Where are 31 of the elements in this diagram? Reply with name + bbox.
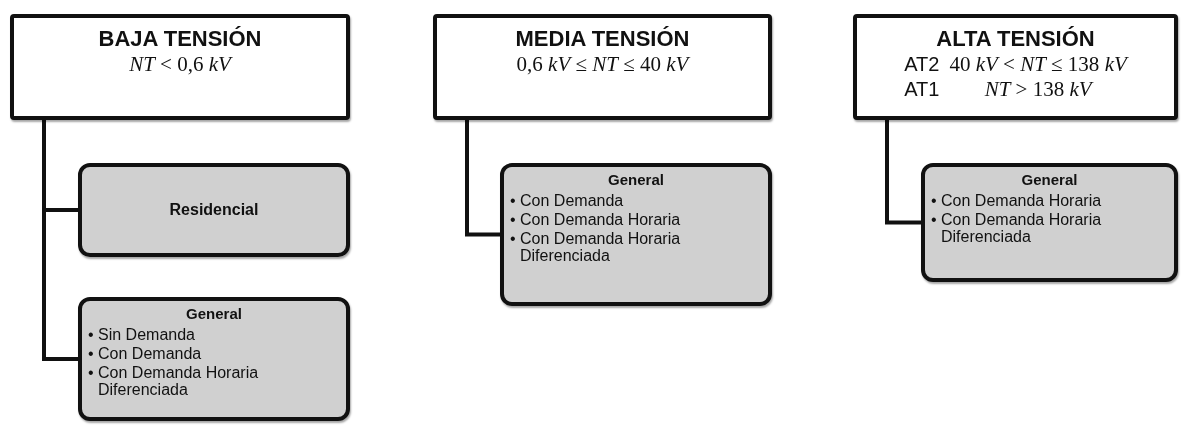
tariff-item: • Con Demanda	[510, 192, 625, 209]
tariff-box	[78, 297, 350, 421]
connector-line	[42, 118, 80, 361]
tariff-item: • Sin Demanda	[88, 326, 196, 343]
level-label: AT1	[904, 77, 940, 102]
voltage-formula: NT < 0,6 kV	[129, 52, 231, 77]
heading: ALTA TENSIÓN	[936, 26, 1095, 52]
category-title: General	[607, 170, 665, 190]
tariff-item: • Con Demanda Horaria Diferenciada	[88, 364, 260, 398]
voltage-level-box	[10, 14, 350, 120]
tariff-box	[78, 163, 350, 257]
heading: MEDIA TENSIÓN	[515, 26, 690, 52]
tariff-item: • Con Demanda Horaria	[931, 192, 1103, 209]
voltage-formula: 0,6 kV ≤ NT ≤ 40 kV	[516, 52, 689, 77]
level-label: AT2	[904, 52, 940, 77]
voltage-level-box	[433, 14, 772, 120]
voltage-formula: 40 kV < NT ≤ 138 kV	[949, 52, 1127, 77]
tariff-box	[921, 163, 1178, 282]
heading: BAJA TENSIÓN	[98, 26, 262, 52]
tariff-box	[500, 163, 772, 306]
tariff-item: • Con Demanda Horaria	[510, 211, 682, 228]
category-title: General	[1020, 170, 1079, 190]
voltage-level-box	[853, 14, 1178, 120]
voltage-formula: NT > 138 kV	[983, 77, 1095, 102]
tariff-item: • Con Demanda Horaria Diferenciada	[510, 230, 682, 264]
category-title: General	[185, 304, 243, 324]
connector-line	[465, 118, 502, 237]
tariff-item: • Con Demanda	[88, 345, 203, 362]
connector-line	[885, 118, 923, 225]
tariff-item: • Con Demanda Horaria Diferenciada	[931, 211, 1103, 245]
category-title: Residencial	[168, 200, 260, 220]
